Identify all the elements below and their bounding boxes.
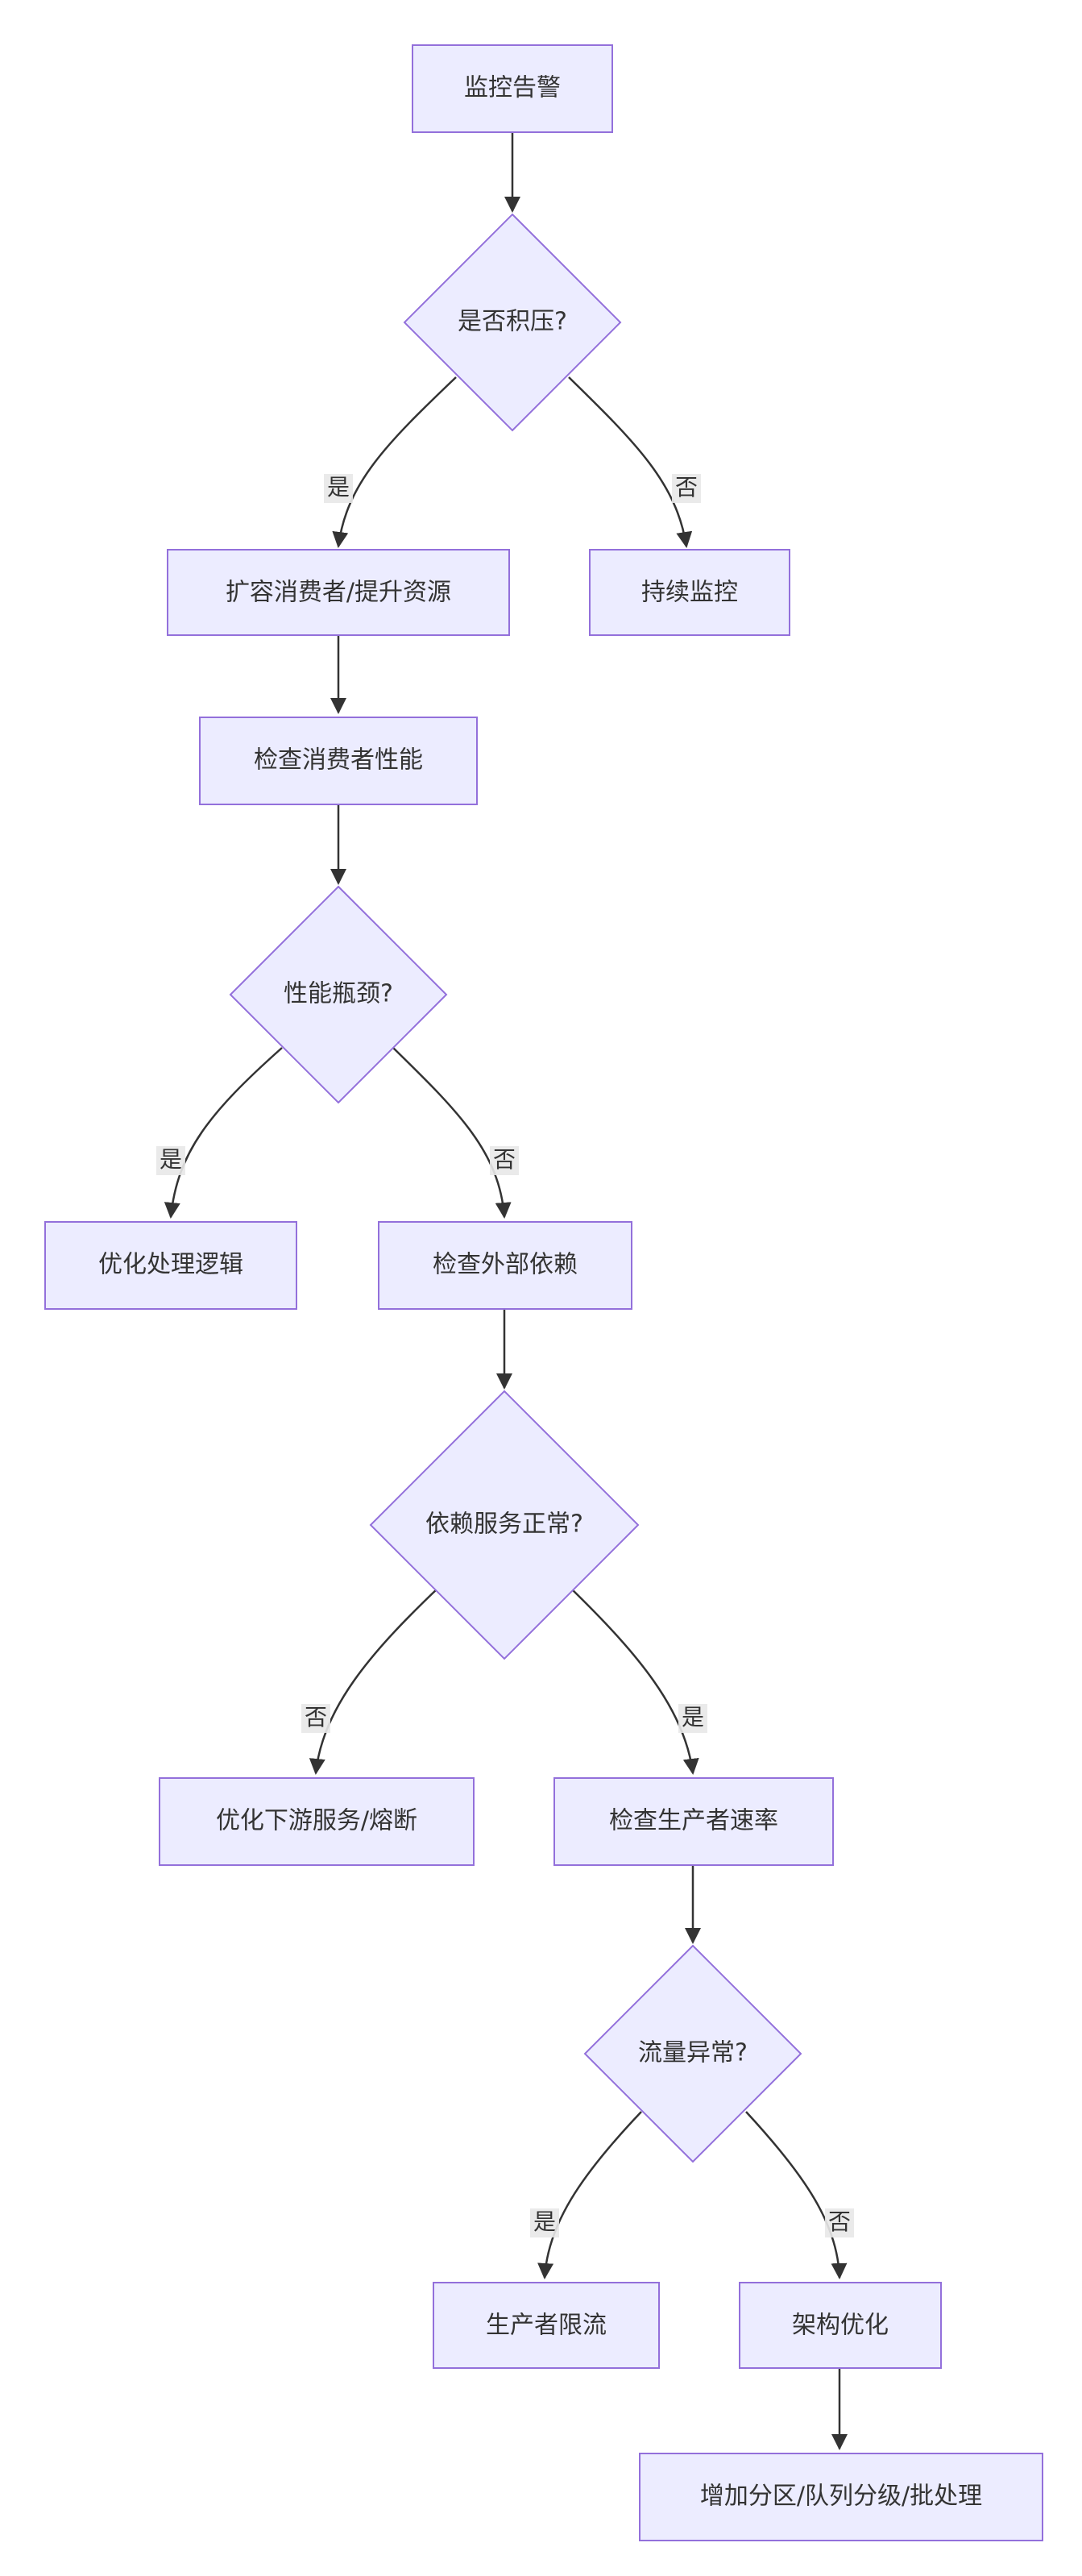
node-keep-monitor: 持续监控 xyxy=(589,549,790,636)
node-alert: 监控告警 xyxy=(412,44,613,133)
node-label: 增加分区/队列分级/批处理 xyxy=(700,2483,982,2511)
node-bottleneck-decision: 性能瓶颈? xyxy=(229,885,448,1104)
node-scale-up: 扩容消费者/提升资源 xyxy=(167,549,510,636)
edge-backlog-to-keepmonitor xyxy=(568,376,693,548)
edge-depok-to-optimizedownstream xyxy=(309,1587,439,1775)
node-label: 检查生产者速率 xyxy=(609,1807,778,1835)
edge-bottleneck-to-checkexternal xyxy=(392,1047,512,1219)
edge-label-yes: 是 xyxy=(327,474,350,501)
edge-label-yes: 是 xyxy=(533,2208,556,2235)
edge-label-no: 否 xyxy=(828,2208,851,2235)
edge-depok-to-checkproducer xyxy=(570,1587,699,1775)
edge-label-no: 否 xyxy=(305,1704,327,1730)
node-optimize-logic: 优化处理逻辑 xyxy=(44,1221,297,1310)
node-partition: 增加分区/队列分级/批处理 xyxy=(639,2453,1043,2541)
node-label: 架构优化 xyxy=(792,2312,889,2340)
edge-bottleneck-to-optimizelogic xyxy=(164,1047,283,1219)
node-check-external: 检查外部依赖 xyxy=(378,1221,632,1310)
edges xyxy=(164,132,848,2450)
node-label: 依赖服务正常? xyxy=(425,1510,583,1539)
node-traffic-decision: 流量异常? xyxy=(583,1944,802,2163)
node-label: 持续监控 xyxy=(641,579,738,607)
edge-labels: 是 否 是 否 否 是 是 否 xyxy=(156,474,854,2237)
node-label: 检查消费者性能 xyxy=(254,746,423,775)
node-check-consumer: 检查消费者性能 xyxy=(199,717,478,805)
node-dependency-decision: 依赖服务正常? xyxy=(369,1390,640,1660)
node-label: 检查外部依赖 xyxy=(433,1251,578,1279)
node-throttle: 生产者限流 xyxy=(433,2282,660,2369)
node-arch-optimization: 架构优化 xyxy=(739,2282,942,2369)
node-label: 优化处理逻辑 xyxy=(98,1251,243,1279)
node-label: 监控告警 xyxy=(464,74,561,102)
edge-label-no: 否 xyxy=(493,1146,516,1173)
edge-label-yes: 是 xyxy=(160,1146,182,1173)
node-label: 流量异常? xyxy=(638,2039,748,2067)
edge-label-yes: 是 xyxy=(682,1704,704,1730)
node-label: 扩容消费者/提升资源 xyxy=(226,579,451,607)
edge-traffic-to-archopt xyxy=(745,2111,848,2279)
node-label: 性能瓶颈? xyxy=(284,980,393,1008)
edge-backlog-to-scaleup xyxy=(332,376,457,548)
node-label: 是否积压? xyxy=(458,308,567,336)
edge-traffic-to-throttle xyxy=(537,2111,642,2279)
node-check-producer: 检查生产者速率 xyxy=(553,1777,834,1866)
node-label: 优化下游服务/熔断 xyxy=(216,1807,417,1835)
node-label: 生产者限流 xyxy=(486,2312,607,2340)
nodes: 监控告警 是否积压? 扩容消费者/提升资源 持续监控 检查消费者性能 性能瓶颈? xyxy=(44,44,1043,2541)
node-backlog-decision: 是否积压? xyxy=(403,213,622,432)
node-optimize-downstream: 优化下游服务/熔断 xyxy=(159,1777,475,1866)
edge-label-no: 否 xyxy=(675,474,698,501)
